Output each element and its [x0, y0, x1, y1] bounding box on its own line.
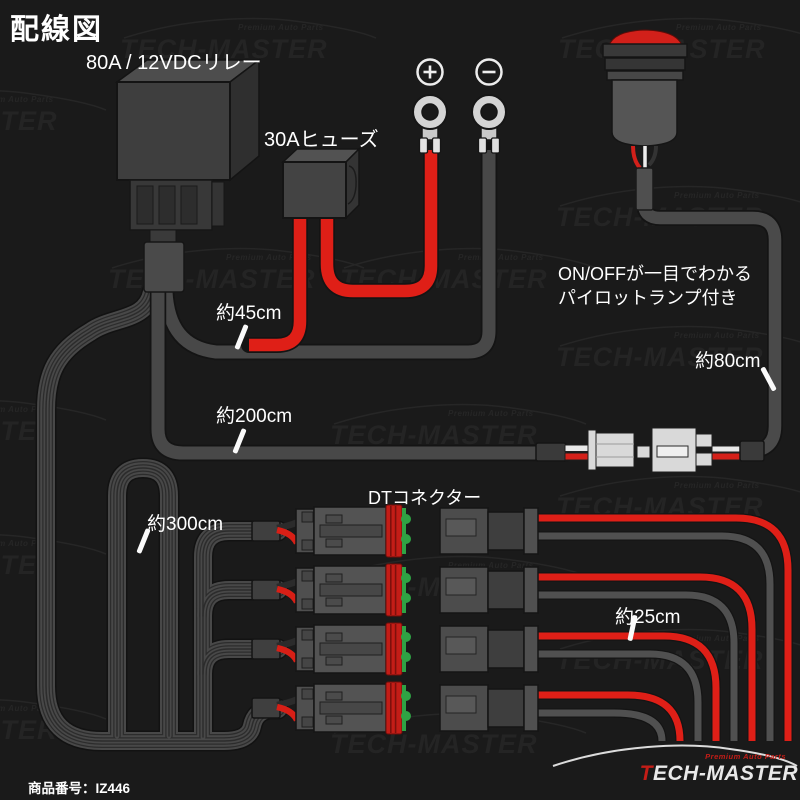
dt-connector-label: DTコネクター [368, 488, 482, 508]
brand-tagline: Premium Auto Parts [705, 752, 786, 761]
dt-connector-pair [251, 504, 539, 558]
plus-symbol-icon [416, 58, 444, 86]
length-45cm-label: 約45cm [216, 303, 282, 324]
page-title: 配線図 [10, 14, 104, 46]
brand-logo: Premium Auto Parts TECH-MASTER [545, 738, 800, 800]
pigtail-red-wires [537, 513, 793, 742]
length-200cm-label: 約200cm [216, 406, 293, 427]
fuse-holder [281, 147, 361, 220]
harness-bundle-strand [116, 467, 170, 737]
positive-ring-terminal [412, 94, 448, 154]
brand-rest: ECH-MASTER [653, 762, 798, 785]
fuse-label: 30Aヒューズ [264, 129, 379, 151]
minus-symbol-icon [475, 58, 503, 86]
switch-note-line1: ON/OFFが一目でわかる [558, 264, 752, 284]
ground-wire [157, 141, 498, 361]
harness-bundle-strand [202, 648, 279, 675]
negative-ring-terminal [471, 94, 507, 154]
relay-label: 80A / 12VDCリレー [86, 52, 262, 74]
switch-feed-wire [149, 283, 576, 462]
length-25cm-label: 約25cm [615, 607, 681, 628]
brand-name: TECH-MASTER [640, 762, 798, 786]
switch-note-line2: パイロットランプ付き [558, 288, 738, 308]
dt-connector-pair [251, 563, 539, 617]
fuse-output-wire [241, 207, 308, 353]
dt-connector-pair [251, 681, 539, 735]
harness-bundle-strand [202, 589, 279, 617]
relay-box [114, 58, 262, 293]
length-300cm-label: 約300cm [147, 514, 224, 535]
brand-initial: T [639, 762, 653, 785]
length-80cm-label: 約80cm [695, 351, 761, 372]
product-number: 商品番号：IZ446 [28, 781, 131, 796]
inline-connector [535, 427, 765, 473]
push-switch [602, 29, 688, 211]
dt-connector-pair [251, 622, 539, 676]
battery-positive-wire [319, 142, 439, 299]
car-silhouette-icon [552, 744, 798, 767]
switch-extension-wire [636, 195, 783, 459]
harness-bundle-strand [202, 530, 279, 738]
pigtail-gray-wires [537, 531, 775, 742]
dt-connector-rows [251, 504, 539, 735]
